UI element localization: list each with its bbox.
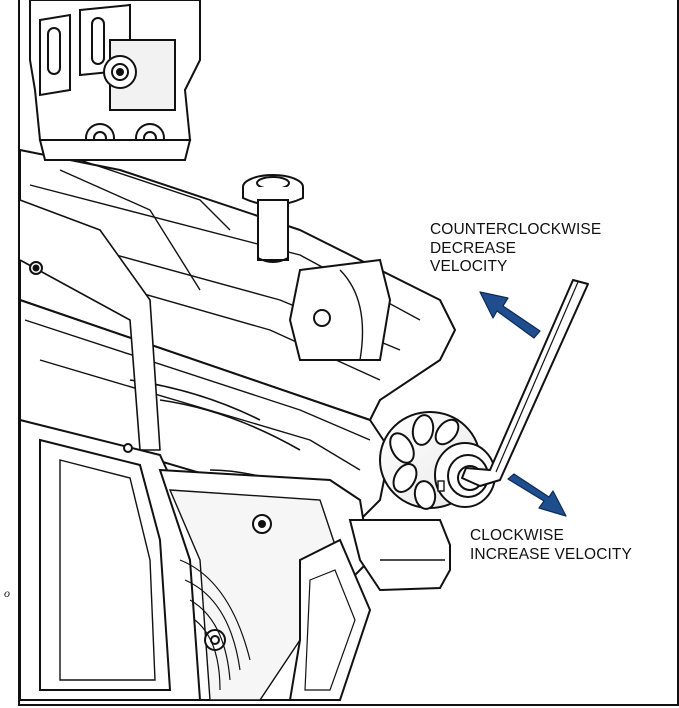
clockwise-direction: CLOCKWISE <box>470 527 564 544</box>
arrow-counterclockwise <box>479 291 541 339</box>
clockwise-effect: INCREASE VELOCITY <box>470 545 632 563</box>
front-block <box>288 258 392 361</box>
counterclockwise-direction: COUNTERCLOCKWISE <box>430 221 602 238</box>
top-post <box>242 174 304 263</box>
trigger-guard <box>348 519 451 592</box>
margin-mark: o <box>4 586 10 600</box>
grip-frame <box>19 418 372 701</box>
hex-key <box>461 279 589 487</box>
clockwise-label: CLOCKWISE INCREASE VELOCITY <box>470 527 632 564</box>
counterclockwise-effect-line-2: VELOCITY <box>430 258 508 275</box>
feed-neck <box>29 0 231 291</box>
arrow-clockwise <box>507 473 567 517</box>
counterclockwise-label: COUNTERCLOCKWISE DECREASE VELOCITY <box>430 221 601 277</box>
counterclockwise-effect-line-1: DECREASE <box>430 239 517 257</box>
velocity-adjuster <box>379 411 496 510</box>
